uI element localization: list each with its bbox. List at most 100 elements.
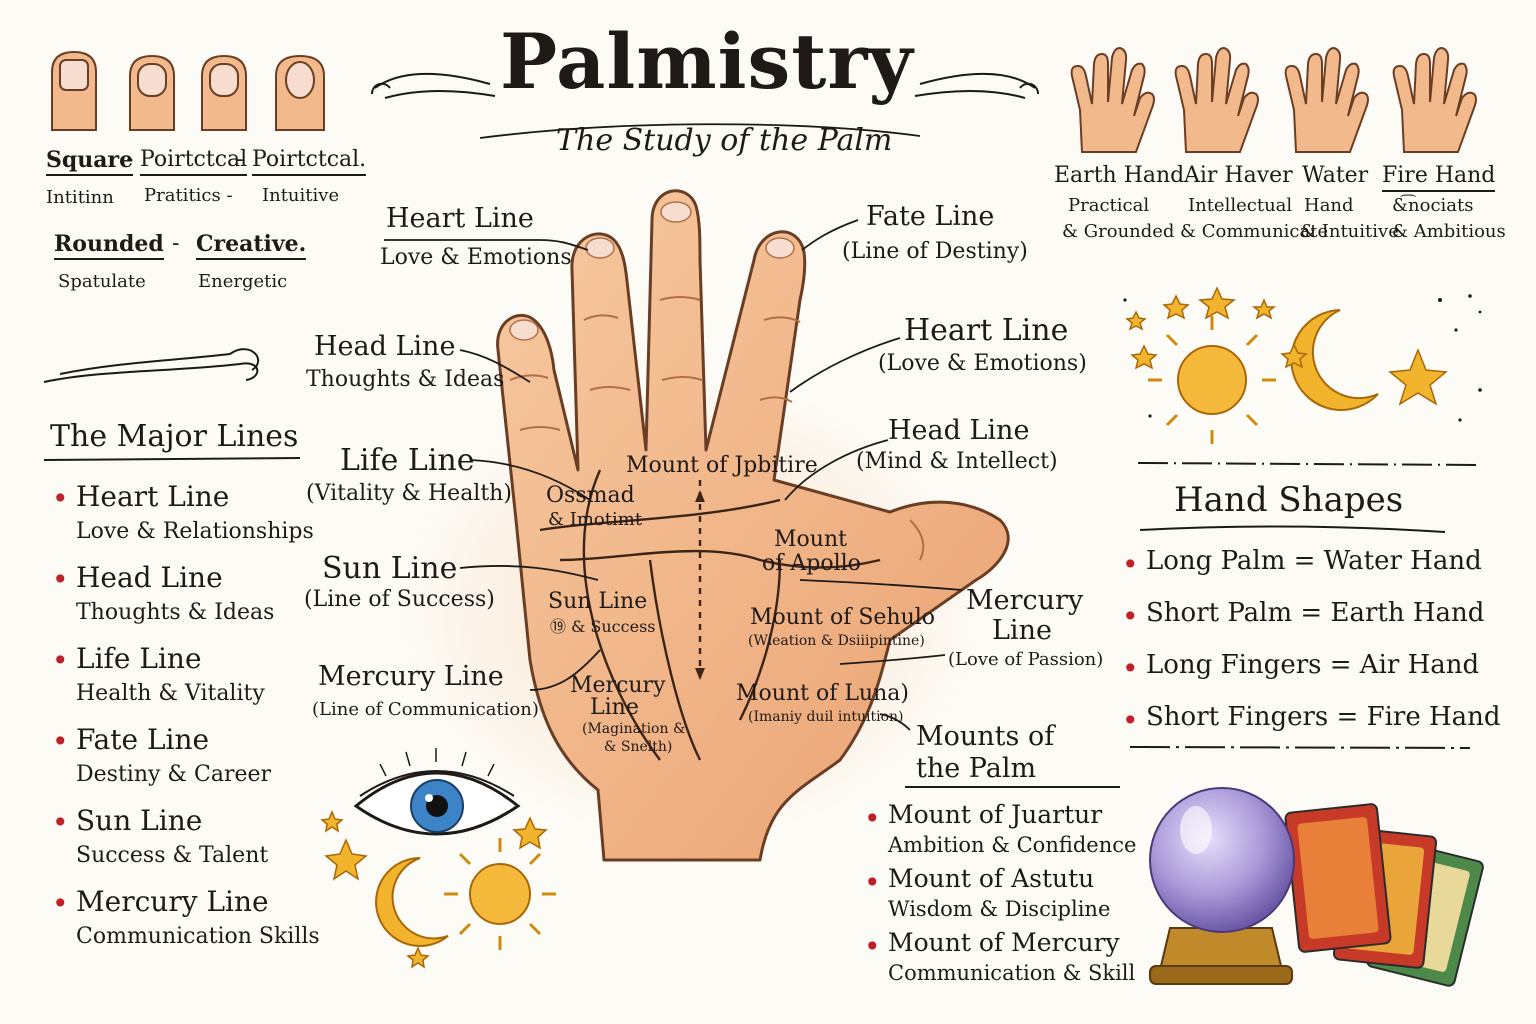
moon-icon [1290, 309, 1379, 411]
callout-fate-line-sub: (Line of Destiny) [842, 239, 1028, 264]
bullet-icon: • [52, 887, 69, 920]
callout-heart-line-title: Heart Line [386, 203, 534, 234]
bullet-icon: • [864, 802, 881, 835]
finger-type-sub: Energetic [198, 271, 288, 292]
bullet-icon: • [1122, 600, 1139, 633]
finger-type-sub: Intitinn [46, 187, 114, 208]
callout-heart-line-title: Heart Line [904, 313, 1069, 348]
hand-type-desc: & Ambitious [1392, 221, 1506, 242]
title-flourish-left [371, 73, 496, 99]
callout-head-line-title: Head Line [314, 331, 456, 362]
hand-shape-rule: Short Fingers = Fire Hand [1146, 702, 1501, 732]
finger-type-sep: - [172, 231, 180, 256]
line-name: Mercury Line [76, 885, 269, 918]
palm-illustration [496, 189, 1010, 862]
tarot-card-icon [1284, 803, 1484, 987]
mount-desc: Ambition & Confidence [888, 833, 1137, 857]
bullet-icon: • [864, 866, 881, 899]
callout-mercury-line-title: Line [992, 615, 1052, 646]
hand-icon [1070, 46, 1477, 153]
palm-label-mercury: Line [590, 695, 639, 720]
sun-icon [1148, 316, 1276, 444]
hand-type-desc: & Communicate [1180, 221, 1329, 242]
list-item: •Long Fingers = Air Hand [1116, 650, 1501, 702]
hand-shape-rule: Long Palm = Water Hand [1146, 546, 1482, 576]
callout-fate-line-title: Fate Line [866, 201, 995, 232]
eye-icon [353, 748, 521, 836]
line-desc: Success & Talent [76, 843, 269, 868]
mount-desc: Communication & Skill [888, 961, 1136, 985]
line-name: Heart Line [76, 480, 230, 513]
hand-type-name: Fire Hand [1382, 163, 1496, 193]
hand-shapes-list: •Long Palm = Water Hand •Short Palm = Ea… [1116, 546, 1501, 754]
palm-label-apollo: of Apollo [762, 551, 861, 576]
wind-swirl-icon [43, 348, 259, 383]
mounts-title: Mounts of [916, 721, 1055, 752]
palm-label-saturn-sub: (Wieation & Dsiiipintine) [748, 633, 925, 649]
palm-label-mercury: & Snelth) [604, 739, 673, 755]
callout-life-line-title: Life Line [340, 443, 475, 478]
palm-label-mercury: (Magination & [582, 721, 686, 737]
divider-major-lines [43, 457, 301, 461]
callout-mercury-line-sub: (Love of Passion) [948, 649, 1104, 670]
callout-head-line-sub: Thoughts & Ideas [306, 367, 505, 392]
bullet-icon: • [52, 482, 69, 515]
callout-sun-line-title: Sun Line [322, 551, 458, 586]
hand-type-desc: & Intuitive [1300, 221, 1399, 242]
callout-sun-line-sub: (Line of Success) [304, 587, 495, 612]
title-flourish-right [914, 73, 1039, 99]
hand-shapes-title: Hand Shapes [1174, 480, 1404, 520]
callout-mercury-line-title: Mercury [966, 585, 1084, 616]
line-name: Fate Line [76, 723, 210, 756]
palm-label-sun: ⑲ & Success [550, 617, 656, 636]
finger-type-label: Rounded [54, 232, 164, 261]
crystal-ball-icon [1149, 787, 1295, 985]
moon-icon [375, 857, 449, 947]
hand-shape-rule: Long Fingers = Air Hand [1146, 650, 1480, 680]
bullet-icon: • [52, 563, 69, 596]
finger-type-sep: - [236, 147, 244, 172]
divider-hand-shapes-under-title [1139, 525, 1446, 533]
page-title: Palmistry [500, 17, 914, 106]
hand-type-desc: & Grounded [1062, 221, 1175, 242]
mount-name: Mount of Juartur [888, 800, 1103, 829]
bullet-icon: • [52, 644, 69, 677]
palm-label-sun: Sun Line [548, 589, 648, 614]
palm-label-apollo: Mount [774, 527, 847, 552]
palm-label-luna: Mount of Luna) [736, 681, 909, 706]
line-desc: Destiny & Career [76, 762, 272, 787]
finger-type-sub: Spatulate [58, 271, 146, 292]
bullet-icon: • [1122, 548, 1139, 581]
mounts-title: the Palm [916, 753, 1037, 784]
star-icon [1125, 286, 1448, 406]
callout-heart-line-sub: Love & Emotions [380, 245, 572, 270]
callout-mercury-line-title: Mercury Line [318, 661, 504, 692]
finger-type-label: Poirtctcal [140, 147, 248, 177]
palm-label-jupiter: Mount of Jpbitire [626, 453, 818, 478]
bullet-icon: • [864, 930, 881, 963]
line-name: Life Line [76, 642, 202, 675]
line-desc: Love & Relationships [76, 519, 314, 544]
subtitle-swash [479, 123, 921, 139]
hand-type-name: Air Haver [1184, 163, 1293, 188]
callout-leaders [384, 219, 963, 731]
divider-hand-shapes-bottom [1129, 746, 1471, 749]
list-item: •Short Palm = Earth Hand [1116, 598, 1501, 650]
line-name: Sun Line [76, 804, 203, 837]
palm-label-luna-sub: (Imaniy duil intuition) [748, 709, 904, 725]
page-subtitle: The Study of the Palm [556, 123, 893, 158]
finger-type-label: Poirtctcal. [252, 147, 367, 177]
callout-mercury-line-sub: (Line of Communication) [312, 699, 539, 720]
bullet-icon: • [52, 725, 69, 758]
bullet-icon: • [1122, 652, 1139, 685]
callout-heart-line-sub: (Love & Emotions) [878, 351, 1087, 376]
sparkle-dots [1123, 294, 1482, 422]
